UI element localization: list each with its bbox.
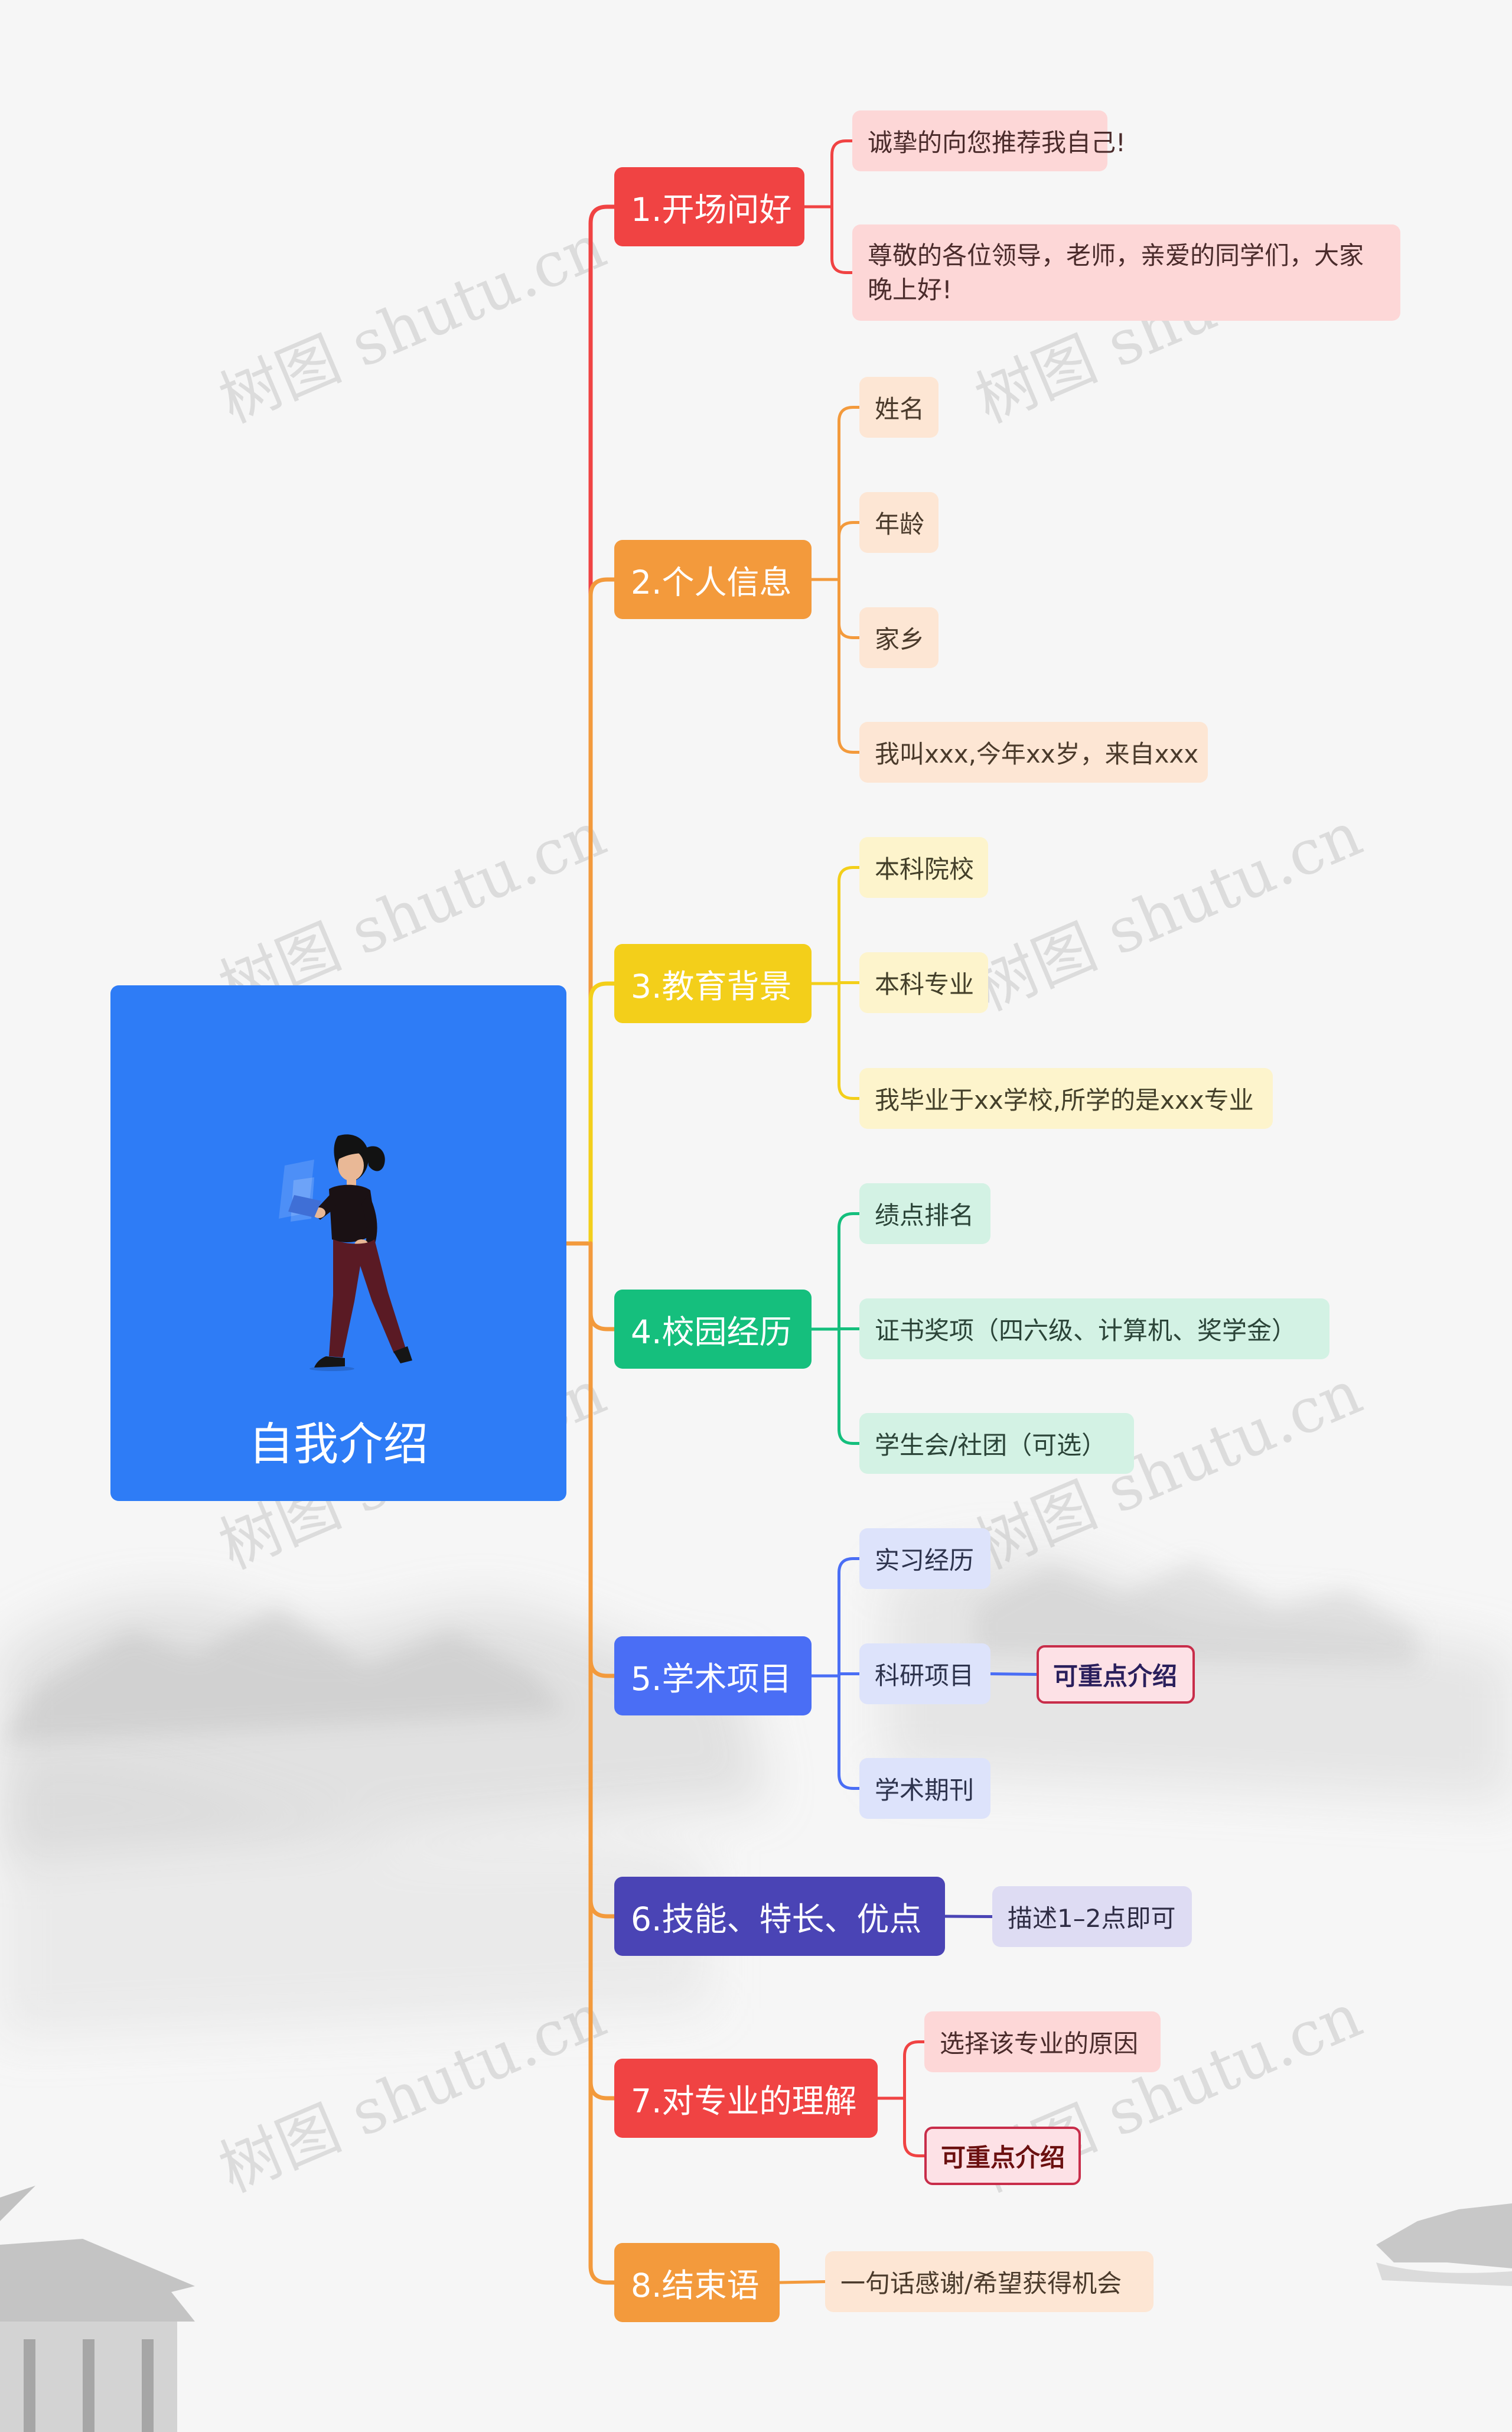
leaf-node-label: 本科专业 (875, 970, 975, 999)
connector-line (810, 406, 861, 581)
branch-node-label: 4.校园经历 (631, 1313, 792, 1351)
leaf-node-label: 本科院校 (875, 855, 975, 884)
connector-line (810, 1212, 861, 1331)
leaf-node-label: 我毕业于xx学校,所学的是xxx专业 (875, 1086, 1254, 1115)
highlight-note-label: 可重点介绍 (941, 2143, 1065, 2172)
leaf-node[interactable]: 本科专业 (859, 952, 988, 1013)
leaf-node-label: 学术期刊 (875, 1776, 975, 1805)
connector-line (989, 1672, 1038, 1676)
leaf-node[interactable]: 姓名 (859, 377, 939, 438)
leaf-node[interactable]: 学生会/社团（可选） (859, 1413, 1134, 1474)
leaf-node[interactable]: 家乡 (859, 607, 939, 668)
branch-node[interactable]: 1.开场问好 (614, 167, 804, 246)
branch-node[interactable]: 8.结束语 (614, 2243, 780, 2322)
branch-node-label: 3.教育背景 (631, 968, 792, 1005)
branch-node[interactable]: 6.技能、特长、优点 (614, 1877, 945, 1956)
connector-line (588, 981, 617, 1246)
woman-with-tablet-illustration (279, 1134, 412, 1371)
leaf-node-label: 学生会/社团（可选） (875, 1431, 1107, 1460)
connector-line (810, 521, 861, 581)
leaf-node-label: 年龄 (875, 510, 925, 539)
connector-line (876, 2096, 926, 2157)
connector-line (588, 1241, 617, 1919)
highlight-note[interactable]: 可重点介绍 (924, 2127, 1081, 2185)
branch-node[interactable]: 5.学术项目 (614, 1636, 812, 1715)
leaf-node[interactable]: 实习经历 (859, 1528, 990, 1589)
leaf-node[interactable]: 学术期刊 (859, 1758, 990, 1819)
connector-line (803, 205, 854, 274)
leaf-node[interactable]: 证书奖项（四六级、计算机、奖学金） (859, 1298, 1329, 1359)
leaf-node[interactable]: 诚挚的向您推荐我自己! (852, 110, 1126, 171)
mountain-ridges (0, 1560, 1418, 1743)
leaf-node-label: 我叫xxx,今年xx岁，来自xxx (875, 740, 1199, 769)
connector-line (803, 139, 854, 209)
leaf-node[interactable]: 绩点排名 (859, 1183, 990, 1244)
connector-line (810, 866, 861, 985)
branch-node-label: 8.结束语 (631, 2267, 760, 2304)
leaf-node-label: 尊敬的各位领导，老师，亲爱的同学们，大家晚上好! (868, 240, 1364, 304)
leaf-node[interactable]: 我叫xxx,今年xx岁，来自xxx (859, 722, 1208, 783)
leaf-node[interactable]: 描述1–2点即可 (992, 1886, 1192, 1947)
pavilion-left (0, 2186, 195, 2432)
leaf-node-label: 姓名 (875, 395, 925, 424)
branch-node-label: 2.个人信息 (631, 564, 792, 601)
branch-node-label: 6.技能、特长、优点 (631, 1900, 922, 1938)
connector-line (810, 1327, 861, 1445)
branch-node[interactable]: 7.对专业的理解 (614, 2059, 878, 2138)
leaf-node-label: 绩点排名 (875, 1201, 975, 1230)
connector-line (778, 2280, 827, 2284)
leaf-node-label: 实习经历 (875, 1546, 975, 1575)
leaf-node-label: 证书奖项（四六级、计算机、奖学金） (875, 1316, 1297, 1345)
connector-line (588, 577, 617, 1246)
root-title: 自我介绍 (249, 1418, 428, 1470)
branch-node-label: 7.对专业的理解 (631, 2082, 857, 2120)
leaf-node[interactable]: 选择该专业的原因 (924, 2011, 1161, 2072)
leaf-node-label: 家乡 (875, 625, 925, 654)
connector-line (810, 982, 861, 1100)
leaf-node[interactable]: 年龄 (859, 492, 939, 553)
leaf-node[interactable]: 尊敬的各位领导，老师，亲爱的同学们，大家晚上好! (852, 224, 1400, 321)
highlight-note-label: 可重点介绍 (1053, 1662, 1178, 1691)
leaf-node-label: 选择该专业的原因 (940, 2029, 1139, 2058)
root-node[interactable]: 自我介绍 (110, 985, 566, 1501)
leaf-node-label: 一句话感谢/希望获得机会 (840, 2269, 1122, 2298)
leaf-node[interactable]: 一句话感谢/希望获得机会 (825, 2251, 1153, 2312)
leaf-node[interactable]: 科研项目 (859, 1643, 990, 1704)
branch-node[interactable]: 3.教育背景 (614, 944, 812, 1023)
connector-line (588, 1241, 617, 1331)
leaf-node[interactable]: 我毕业于xx学校,所学的是xxx专业 (859, 1068, 1273, 1129)
branch-node[interactable]: 4.校园经历 (614, 1290, 812, 1369)
connector-line (588, 1241, 617, 1678)
connector-line (943, 1915, 994, 1918)
branch-node[interactable]: 2.个人信息 (614, 540, 812, 619)
connector-line (588, 1241, 617, 2285)
connector-line (588, 204, 617, 1246)
leaf-node-label: 科研项目 (875, 1661, 975, 1690)
leaf-node[interactable]: 本科院校 (859, 837, 988, 898)
connector-line (810, 1557, 861, 1678)
connector-line (810, 578, 861, 639)
branch-node-label: 1.开场问好 (631, 191, 792, 229)
branch-node-label: 5.学术项目 (631, 1660, 792, 1698)
highlight-note[interactable]: 可重点介绍 (1037, 1645, 1195, 1704)
leaf-node-label: 诚挚的向您推荐我自己! (868, 128, 1126, 157)
connector-line (810, 578, 861, 754)
pavilion-right (1376, 2203, 1512, 2286)
leaf-node-label: 描述1–2点即可 (1008, 1904, 1176, 1933)
connector-line (876, 2040, 926, 2100)
connector-line (810, 1674, 861, 1790)
